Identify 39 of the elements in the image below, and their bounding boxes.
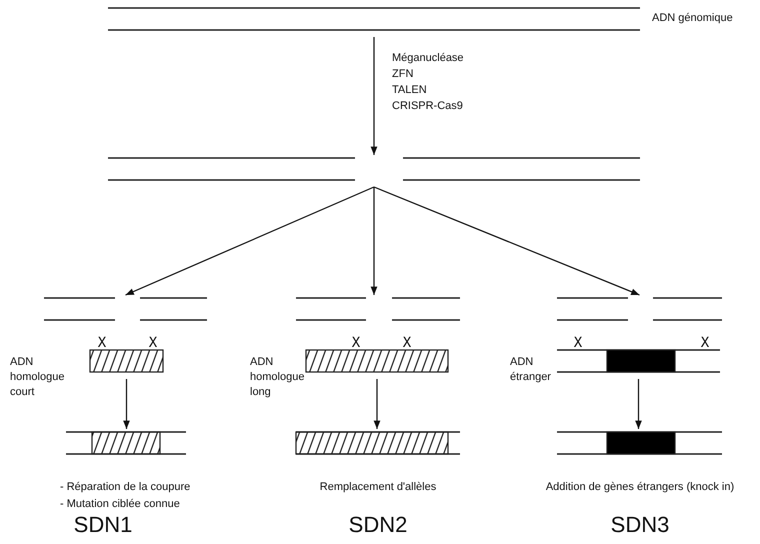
arrow bbox=[125, 186, 374, 296]
dna-label: ADN homologue long bbox=[250, 355, 306, 400]
dna-label: ADN étranger bbox=[510, 355, 552, 385]
category-label: SDN1 bbox=[72, 512, 134, 538]
dna-strand-drawing bbox=[557, 349, 720, 373]
result-text: Remplacement d'allèles bbox=[318, 480, 438, 495]
arrow bbox=[635, 379, 642, 429]
crossover-mark: X bbox=[402, 334, 412, 352]
enzyme-name: ZFN bbox=[392, 67, 414, 82]
dna-strand-drawing bbox=[296, 297, 460, 321]
category-label: SDN3 bbox=[610, 512, 670, 538]
dna-strand-drawing bbox=[557, 431, 722, 455]
crossover-mark: X bbox=[350, 334, 362, 352]
crossover-mark: X bbox=[96, 334, 108, 352]
enzyme-name: Méganucléase bbox=[392, 51, 465, 66]
dna-strand-drawing bbox=[296, 431, 460, 455]
enzyme-name: TALEN bbox=[392, 83, 428, 98]
dna-strand-drawing bbox=[66, 431, 186, 455]
enzyme-name: CRISPR-Cas9 bbox=[392, 99, 464, 114]
arrow bbox=[374, 186, 640, 296]
result-text: - Réparation de la coupure bbox=[60, 480, 192, 495]
dna-strand-drawing bbox=[557, 297, 722, 321]
dna-label: ADN homologue court bbox=[10, 355, 66, 400]
crossover-mark: X bbox=[572, 334, 584, 352]
dna-strand-drawing bbox=[108, 157, 640, 181]
dna-strand-drawing bbox=[90, 349, 163, 373]
dna-label: ADN génomique bbox=[652, 11, 734, 26]
category-label: SDN2 bbox=[348, 512, 408, 538]
dna-strand-drawing bbox=[44, 297, 207, 321]
crossover-mark: X bbox=[148, 334, 158, 352]
dna-strand-drawing bbox=[306, 349, 448, 373]
result-text: Addition de gènes étrangers (knock in) bbox=[544, 480, 736, 495]
arrow bbox=[123, 379, 130, 429]
arrow bbox=[370, 37, 378, 155]
arrow bbox=[374, 379, 380, 429]
crossover-mark: X bbox=[700, 334, 710, 352]
arrow bbox=[370, 187, 378, 295]
dna-strand-drawing bbox=[108, 7, 640, 31]
result-text: - Mutation ciblée connue bbox=[60, 497, 181, 512]
